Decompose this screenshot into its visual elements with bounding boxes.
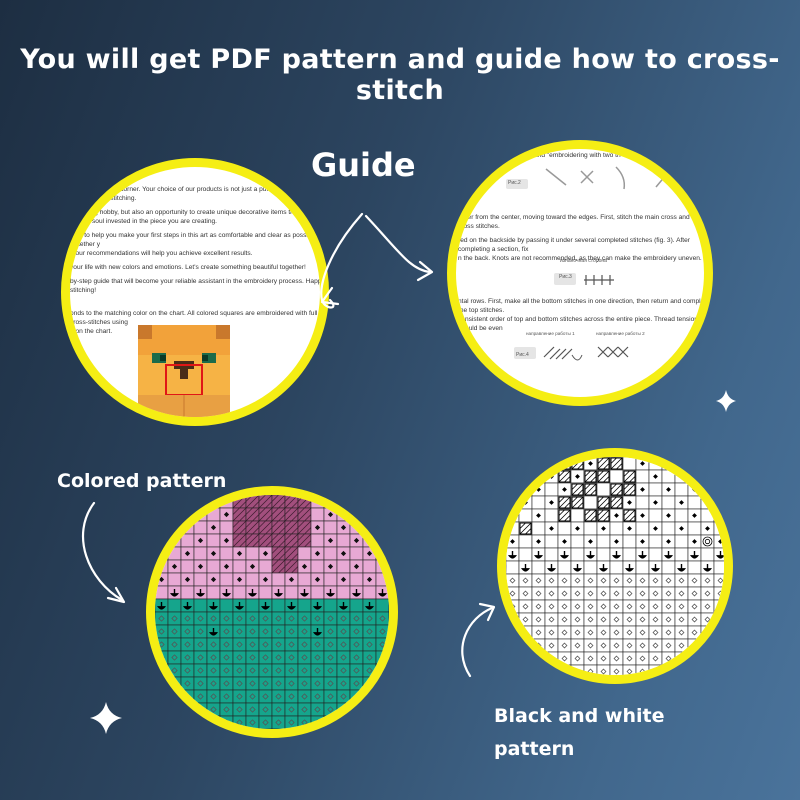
guide-text-line: your life with new colors and emotions. … bbox=[70, 264, 306, 271]
bw-pattern-preview bbox=[497, 448, 733, 684]
guide-label: Guide bbox=[311, 146, 416, 184]
fig4-caption-b: направление работы 2 bbox=[596, 331, 645, 336]
colored-pattern-grid bbox=[155, 495, 389, 729]
guide-intro-text: our cozy crafting corner. Your choice of… bbox=[70, 185, 325, 341]
guide-text-line: onal. bbox=[458, 334, 473, 341]
bw-pattern-label: Black and white pattern bbox=[494, 700, 674, 766]
guide-text-line: red on the backside by passing it under … bbox=[458, 237, 691, 253]
fig2-label: Рис.2 bbox=[508, 180, 521, 186]
guide-text-line: uide to help you make your first steps i… bbox=[70, 232, 319, 248]
guide-text-line: and "embroidering with two th bbox=[534, 152, 621, 159]
sparkle-icon bbox=[90, 702, 122, 734]
guide-arrows-icon bbox=[320, 212, 434, 309]
guide-text-line: of your soul invested in the piece you a… bbox=[70, 218, 217, 225]
guide-text-line: onds to the matching color on the chart.… bbox=[70, 310, 318, 326]
fig3-caption: изнаночная сторона bbox=[560, 258, 607, 264]
stitch-diagram-fig3 bbox=[554, 273, 614, 285]
bw-pattern-grid bbox=[506, 457, 724, 675]
guide-rows-text: ntal rows. First, make all the bottom st… bbox=[458, 297, 710, 347]
guide-text-line: r, our recommendations will help you ach… bbox=[70, 250, 253, 257]
bw-pattern-label-line2: pattern bbox=[494, 738, 575, 760]
guide-text-line: by-step guide that will become your reli… bbox=[70, 278, 325, 294]
fig4-label: Рис.4 bbox=[516, 352, 529, 358]
guide-page-preview-right: and "embroidering with two th Рис.2 orde… bbox=[447, 140, 713, 406]
guide-text-line: consistent order of top and bottom stitc… bbox=[458, 316, 698, 332]
guide-text-line: our cozy crafting corner. Your choice of… bbox=[70, 186, 269, 193]
stitch-diagram-fig2 bbox=[506, 166, 672, 190]
guide-text-line: n exciting hobby, but also an opportunit… bbox=[70, 209, 311, 216]
guide-text-line: order from the center, moving toward the… bbox=[458, 214, 705, 230]
colored-pattern-label: Colored pattern bbox=[57, 470, 227, 492]
guide-instructions-text: order from the center, moving toward the… bbox=[458, 213, 705, 268]
guide-page-preview-left: our cozy crafting corner. Your choice of… bbox=[61, 158, 329, 426]
sparkle-icon bbox=[716, 390, 736, 412]
fig3-label: Рис.3 bbox=[559, 274, 572, 280]
guide-text-line: ntal rows. First, make all the bottom st… bbox=[458, 298, 710, 314]
fox-pattern-preview bbox=[138, 325, 230, 417]
headline: You will get PDF pattern and guide how t… bbox=[20, 44, 780, 106]
guide-text-line: n the back. Knots are not recommended, a… bbox=[458, 255, 702, 262]
bw-arrow-icon bbox=[461, 602, 496, 678]
guide-text-line: e art of cross-stitching. bbox=[70, 195, 137, 202]
colored-arrow-icon bbox=[81, 501, 126, 604]
fig4-caption-a: направление работы 1 bbox=[526, 331, 575, 336]
colored-pattern-preview bbox=[146, 486, 398, 738]
bw-pattern-label-line1: Black and white bbox=[494, 705, 665, 727]
guide-text-line: d on the chart. bbox=[70, 328, 113, 335]
stitch-diagram-fig4 bbox=[514, 346, 629, 361]
